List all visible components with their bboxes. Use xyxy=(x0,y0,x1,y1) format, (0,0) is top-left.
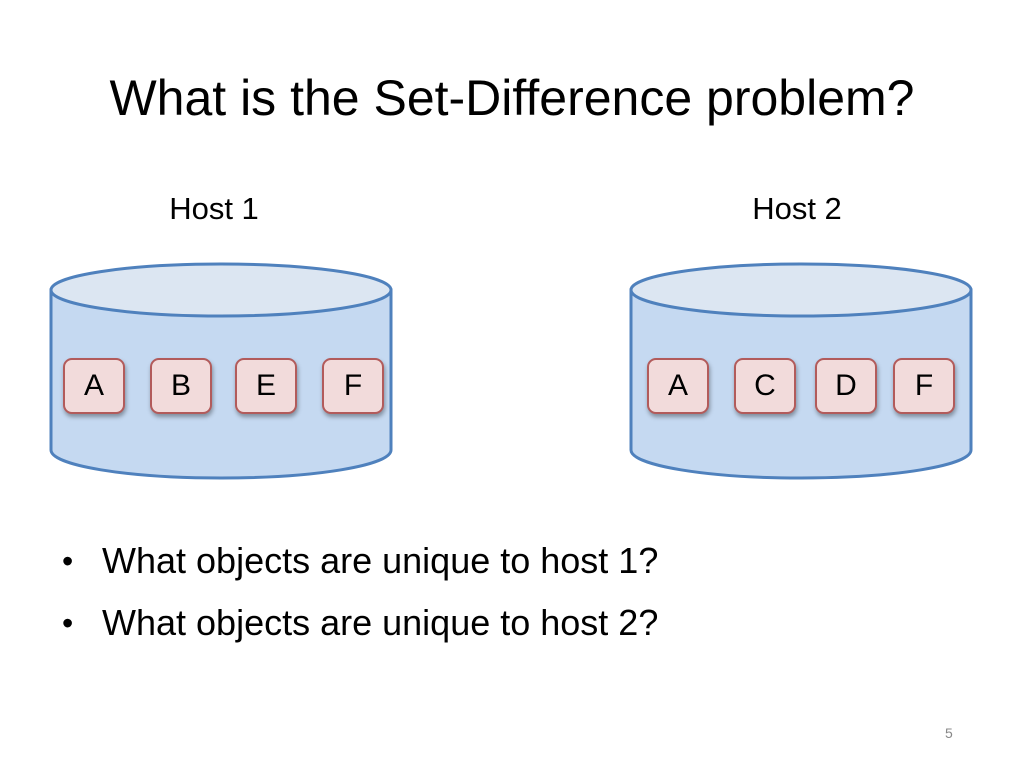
host-1-object-b: B xyxy=(150,358,212,414)
host-1-storage-cylinder xyxy=(49,262,393,480)
question-text: What objects are unique to host 2? xyxy=(102,602,659,643)
cylinder-body xyxy=(49,288,393,480)
question-item: • What objects are unique to host 2? xyxy=(60,602,658,644)
cylinder-top xyxy=(629,262,973,318)
host-2-object-a: A xyxy=(647,358,709,414)
cylinder-body xyxy=(629,288,973,480)
bullet-icon: • xyxy=(62,543,74,579)
host-2-object-d: D xyxy=(815,358,877,414)
question-text: What objects are unique to host 1? xyxy=(102,540,659,581)
question-item: • What objects are unique to host 1? xyxy=(60,540,658,582)
host-2-storage-cylinder xyxy=(629,262,973,480)
host-1-object-e: E xyxy=(235,358,297,414)
host-1-object-f: F xyxy=(322,358,384,414)
bullet-icon: • xyxy=(62,605,74,641)
cylinder-top xyxy=(49,262,393,318)
question-list: • What objects are unique to host 1? • W… xyxy=(60,540,658,664)
host-2-label: Host 2 xyxy=(752,191,842,226)
host-1-label: Host 1 xyxy=(169,191,259,226)
page-number: 5 xyxy=(945,725,953,741)
slide-title: What is the Set-Difference problem? xyxy=(109,70,915,126)
host-1-object-a: A xyxy=(63,358,125,414)
host-2-object-c: C xyxy=(734,358,796,414)
host-2-object-f: F xyxy=(893,358,955,414)
